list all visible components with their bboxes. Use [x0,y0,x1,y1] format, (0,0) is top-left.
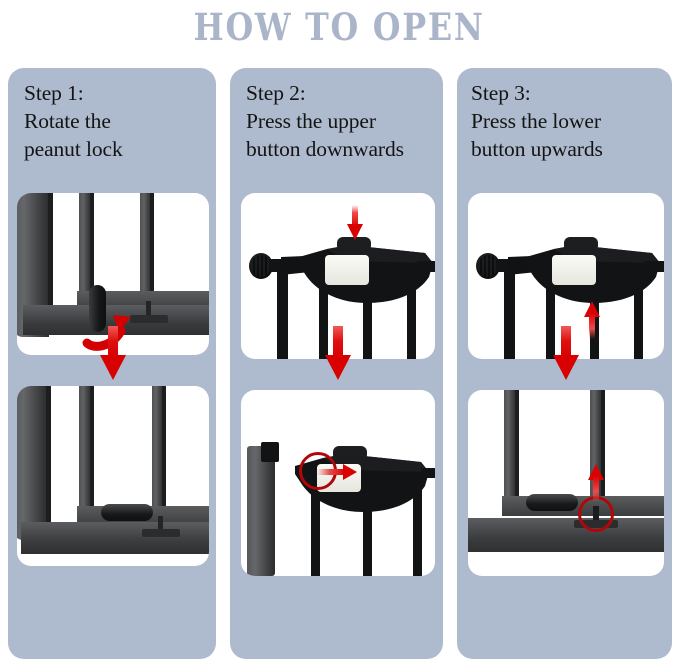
lock-pin [146,301,151,319]
gate-bar-left [504,390,517,510]
step-3-connector-arrow [553,326,580,380]
press-down-arrow-icon [347,205,364,240]
lock-pin [158,516,163,532]
arrow-head [347,224,364,240]
slide-right-arrow-icon [317,464,358,480]
step-2-photo-after [241,390,436,576]
gate-post-left-edge [46,386,51,530]
step-1-connector-arrow [100,326,126,380]
step-panel-2: Step 2: Press the upper button downwards [230,68,444,659]
step-2-caption-line-2: Press the upper [246,108,376,133]
gate-illustration-3b [468,390,665,576]
press-up-arrow-icon [588,464,605,502]
gate-bar-4 [407,269,417,359]
step-1-caption-line-1: Step 1: [24,81,84,105]
press-up-arrow-icon [584,301,601,339]
upper-button-dome [564,237,599,249]
gate-handle-illustration-2a [241,193,436,359]
gate-right-rail [421,468,436,478]
peanut-lock-horizontal [101,504,153,521]
gate-bar-1 [311,482,321,576]
step-1-photo-after [17,386,209,566]
white-button[interactable] [325,255,370,285]
gate-bar-2 [140,193,151,303]
step-3-caption-line-3: button upwards [471,136,603,161]
gate-bar-1 [504,269,516,359]
arrow-head [588,464,605,480]
header: HOW TO OPEN [0,0,679,54]
gate-handle-illustration-2b [241,390,436,576]
gate-bar-4 [634,269,644,359]
connector-arrow-head [100,355,126,380]
gate-handle-illustration-3a [468,193,665,359]
lock-base-plate [142,529,180,537]
connector-arrow-head [325,355,352,380]
gate-right-rail [417,261,436,272]
upper-button-dome [333,446,368,458]
gate-bar-1 [79,193,91,295]
step-2-connector-arrow [325,326,352,380]
gate-bar-1 [277,269,289,359]
gate-frame-post-left [17,386,47,540]
step-3-caption-line-1: Step 3: [471,81,531,105]
step-3-caption: Step 3: Press the lower button upwards [457,68,672,164]
arrow-head [343,464,358,480]
gate-bar-2 [152,386,163,514]
gate-bar-2-edge [150,193,154,303]
gate-bar-1-edge [90,193,94,295]
step-panel-3: Step 3: Press the lower button upwards [457,68,672,659]
gate-bar-1 [79,386,91,506]
step-2-caption: Step 2: Press the upper button downwards [230,68,443,164]
connector-arrow-shaft [333,326,344,359]
gate-right-rail [644,261,665,272]
step-3-photo-after [468,390,665,576]
gate-bar-2-edge [162,386,166,514]
gate-illustration-1b [17,386,209,566]
gate-bar-2 [363,490,373,576]
gate-bar-3 [363,281,373,359]
peanut-lock-vertical [89,285,106,332]
connector-arrow-head [553,355,580,380]
lock-base-plate [130,315,168,323]
arrow-shaft [589,313,596,339]
gate-bar-right-edge [601,390,606,504]
page-title: HOW TO OPEN [194,4,485,49]
step-1-caption: Step 1: Rotate the peanut lock [8,68,216,164]
arrow-shaft [352,205,359,227]
connector-arrow-shaft [108,326,118,359]
gate-bar-3 [413,472,423,576]
gate-bar-1-edge [90,386,94,506]
gate-bottom-rail [468,518,665,552]
step-3-caption-line-2: Press the lower [471,108,601,133]
upper-button-dome [337,237,372,249]
step-panel-1: Step 1: Rotate the peanut lock [8,68,217,659]
step-2-caption-line-3: button downwards [246,136,404,161]
arrow-shaft [593,476,600,502]
gate-bar-left-edge [515,390,520,510]
gate-post-cap [261,442,280,462]
gate-bar-2 [546,275,556,359]
gate-bar-2 [319,275,329,359]
step-1-caption-line-3: peanut lock [24,136,123,161]
gate-post-left-edge [48,193,53,327]
gate-frame-post-left [247,446,276,576]
steps-row: Step 1: Rotate the peanut lock [0,68,679,659]
step-1-caption-line-2: Rotate the [24,108,111,133]
arrow-shaft [317,469,346,475]
white-button[interactable] [552,255,597,285]
gate-bottom-rail [21,522,209,554]
arrow-head [584,301,601,317]
peanut-lock-horizontal [526,494,579,511]
connector-arrow-shaft [561,326,572,359]
step-2-caption-line-1: Step 2: [246,81,306,105]
